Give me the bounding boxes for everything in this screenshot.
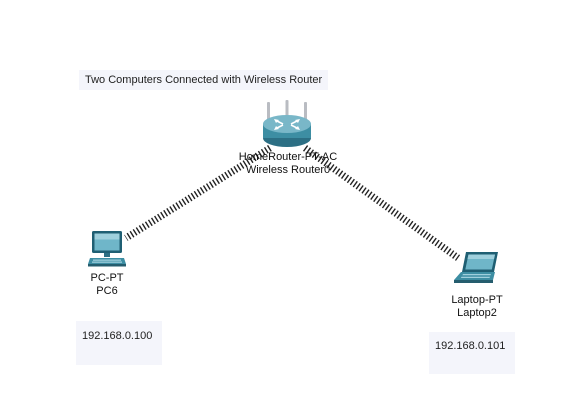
laptop-label: Laptop-PT Laptop2 (432, 294, 522, 320)
laptop-model-label: Laptop-PT (451, 294, 503, 306)
pc-ip-note[interactable]: 192.168.0.100 (76, 321, 162, 365)
desktop-pc-icon (88, 231, 126, 267)
wireless-router-device[interactable] (257, 100, 317, 150)
wireless-link-router-laptop (302, 145, 461, 261)
pc-name-label: PC6 (96, 285, 118, 297)
wireless-link-router-pc (124, 145, 272, 241)
laptop-name-label: Laptop2 (457, 307, 497, 319)
pc-device[interactable] (87, 229, 127, 269)
pc-label: PC-PT PC6 (72, 272, 142, 298)
pc-model-label: PC-PT (90, 272, 124, 284)
laptop-device[interactable] (452, 250, 502, 286)
router-model-label: HomeRouter-PT-AC (238, 151, 338, 163)
wireless-router-icon (263, 100, 311, 147)
laptop-ip-note[interactable]: 192.168.0.101 (429, 332, 515, 374)
router-label: HomeRouter-PT-AC Wireless Router0 (228, 151, 348, 177)
router-name-label: Wireless Router0 (245, 164, 331, 176)
title-note[interactable]: Two Computers Connected with Wireless Ro… (79, 70, 329, 90)
laptop-icon (454, 252, 498, 283)
